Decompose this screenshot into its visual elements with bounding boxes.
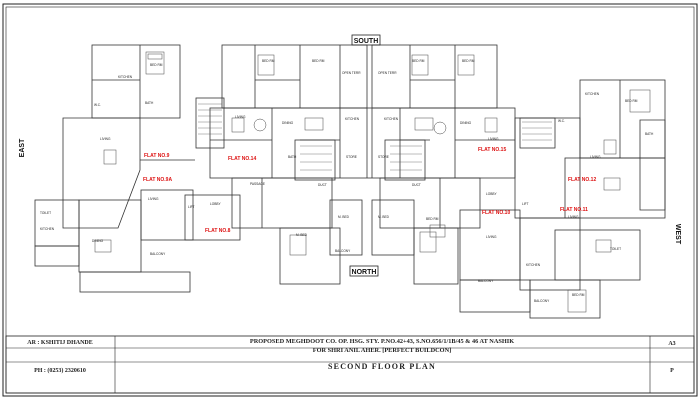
sheet-title: SECOND FLOOR PLAN: [328, 362, 436, 371]
title-block: [5, 335, 695, 394]
room-label: TOILET: [610, 247, 621, 251]
room-label: LIVING: [235, 115, 246, 119]
stair-treads: [198, 103, 552, 171]
room-label: LOBBY: [486, 192, 498, 196]
room-label: LIVING: [486, 235, 497, 239]
room-label: KITCHEN: [345, 117, 360, 121]
sheet-code: P: [670, 368, 674, 374]
room-label: STORE: [378, 155, 389, 159]
architect-name: AR : KSHITIJ DHANDE: [27, 340, 93, 346]
room-label: BALCONY: [534, 299, 550, 303]
room-label: DINING: [460, 121, 472, 125]
flat-label-10: FLAT NO.10: [482, 210, 510, 216]
project-title-line1: PROPOSED MEGHDOOT CO. OP. HSG. STY. P.NO…: [250, 338, 514, 345]
direction-north: NORTH: [352, 269, 377, 276]
room-label: BALCONY: [150, 252, 166, 256]
direction-east: EAST: [19, 138, 26, 157]
flat-label-9a: FLAT NO.9A: [143, 177, 172, 183]
direction-south: SOUTH: [354, 38, 379, 45]
room-label: BATH: [288, 155, 297, 159]
room-label: M. BED: [296, 233, 308, 237]
room-label: BED RM: [426, 217, 439, 221]
room-label: BED RM: [412, 59, 425, 63]
room-label: M. BED: [378, 215, 390, 219]
room-label: DINING: [282, 121, 294, 125]
room-label: LIFT: [188, 205, 195, 209]
room-label: KITCHEN: [526, 263, 541, 267]
north-label-box: [349, 265, 379, 277]
room-label: KITCHEN: [585, 92, 600, 96]
room-label: BED RM: [572, 293, 585, 297]
flat-label-15: FLAT NO.15: [478, 147, 506, 153]
room-label: LIFT: [522, 202, 529, 206]
flat-label-11: FLAT NO.11: [560, 207, 588, 213]
room-label: BED RM: [150, 63, 163, 67]
room-label: LIVING: [100, 137, 111, 141]
flat-label-14: FLAT NO.14: [228, 156, 256, 162]
room-label: M. BED: [338, 215, 350, 219]
room-label: KITCHEN: [384, 117, 399, 121]
room-labels: BED RM KITCHEN BATH W.C. LIVING LIVING D…: [40, 59, 654, 303]
room-label: DUCT: [412, 183, 421, 187]
room-label: PASSAGE: [250, 182, 265, 186]
room-label: BATH: [145, 101, 154, 105]
room-label: BED RM: [625, 99, 638, 103]
room-label: DUCT: [318, 183, 327, 187]
project-title-line2: FOR SHRI ANIL AHER. [PERFECT BUILDCON]: [313, 347, 451, 354]
room-label: BED RM: [312, 59, 325, 63]
room-label: LOBBY: [210, 202, 222, 206]
room-label: KITCHEN: [40, 227, 55, 231]
furniture: [94, 51, 651, 313]
sheet-size: A3: [668, 341, 675, 347]
room-label: W.C.: [558, 119, 565, 123]
room-label: DINING: [92, 239, 104, 243]
room-label: OPEN TERR: [378, 71, 397, 75]
room-label: LIVING: [568, 215, 579, 219]
room-label: BED RM: [462, 59, 475, 63]
south-label-box: [351, 34, 381, 46]
room-label: BALCONY: [478, 279, 494, 283]
room-label: TOILET: [40, 211, 51, 215]
room-label: LIVING: [148, 197, 159, 201]
room-label: BATH: [645, 132, 654, 136]
flat-label-12: FLAT NO.12: [568, 177, 596, 183]
room-label: LIVING: [590, 155, 601, 159]
plan-walls: [34, 44, 666, 319]
architect-phone: PH : (0253) 2320610: [34, 367, 86, 374]
direction-west: WEST: [674, 224, 681, 245]
room-label: LIVING: [488, 137, 499, 141]
room-label: W.C.: [94, 103, 101, 107]
room-label: OPEN TERR: [342, 71, 361, 75]
sheet-border: [2, 3, 698, 397]
room-label: BED RM: [262, 59, 275, 63]
flat-label-9: FLAT NO.9: [144, 153, 170, 159]
room-label: STORE: [346, 155, 357, 159]
room-label: BALCONY: [335, 249, 351, 253]
room-label: KITCHEN: [118, 75, 133, 79]
flat-label-8: FLAT NO.8: [205, 228, 231, 234]
